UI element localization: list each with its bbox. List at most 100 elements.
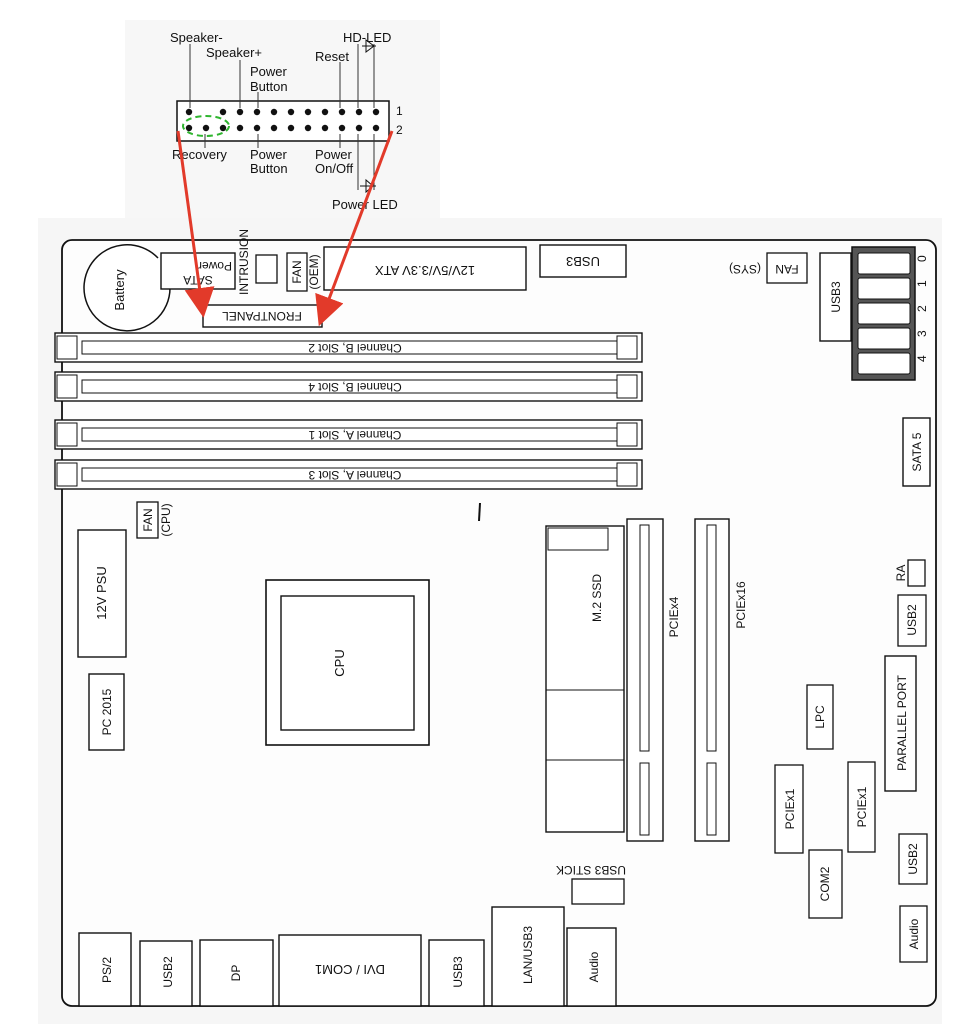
power-onoff-label-2: On/Off bbox=[315, 161, 353, 176]
battery: Battery bbox=[83, 244, 171, 332]
speaker-minus-label: Speaker- bbox=[170, 30, 223, 45]
fan-sys-header: FAN (SYS) bbox=[729, 252, 808, 284]
header-pin bbox=[355, 108, 363, 116]
header-pin bbox=[236, 108, 244, 116]
dimm-slot-label: Channel B, Slot 2 bbox=[308, 341, 402, 355]
header-pin bbox=[185, 108, 193, 116]
usb3-stick-label: USB3 STICK bbox=[556, 863, 626, 877]
header-pin bbox=[236, 124, 244, 132]
recovery-label: Recovery bbox=[172, 147, 227, 162]
io-usb3 bbox=[428, 939, 485, 1007]
sata-port-stack: 0 1 2 3 4 bbox=[851, 246, 929, 381]
arrow-right bbox=[315, 130, 394, 327]
dimm-slot-label: Channel A, Slot 1 bbox=[308, 428, 401, 442]
frontpanel-header: FRONTPANEL bbox=[202, 304, 323, 328]
header-pin bbox=[287, 124, 295, 132]
fan-cpu-label-2: (CPU) bbox=[159, 503, 173, 536]
header-pin bbox=[304, 124, 312, 132]
com2-header: COM2 bbox=[808, 849, 843, 919]
io-audio-label: Audio bbox=[587, 951, 601, 982]
header-pin bbox=[287, 108, 295, 116]
io-dp-label: DP bbox=[229, 965, 243, 982]
sata-number-4: 4 bbox=[915, 355, 929, 362]
header-pin bbox=[372, 124, 380, 132]
lpc-header: LPC bbox=[806, 684, 834, 750]
parallel-port-label: PARALLEL PORT bbox=[895, 674, 909, 770]
pc2015-label: PC 2015 bbox=[100, 688, 114, 735]
pc2015-chip: PC 2015 bbox=[88, 673, 125, 751]
io-lan-usb3-label: LAN/USB3 bbox=[521, 926, 535, 984]
usb3-side-header: USB3 bbox=[819, 252, 852, 342]
header-pin bbox=[185, 124, 193, 132]
header-pin bbox=[253, 124, 261, 132]
usb3-stick-header: USB3 STICK bbox=[556, 863, 626, 905]
header-pin bbox=[253, 108, 261, 116]
atx-label: 12V/5V/3.3V ATX bbox=[375, 263, 476, 278]
lpc-label: LPC bbox=[813, 705, 827, 729]
io-dvi-label: DVI / COM1 bbox=[315, 962, 385, 977]
audio-right-label: Audio bbox=[907, 918, 921, 949]
arrow-left bbox=[176, 130, 215, 318]
pciex4-label: PCIEx4 bbox=[667, 596, 681, 637]
header-pin bbox=[338, 124, 346, 132]
fan-oem-header: FAN (OEM) bbox=[286, 252, 321, 292]
fan-sys-label-1: FAN bbox=[775, 262, 798, 276]
io-dvi-com1 bbox=[278, 934, 422, 1007]
hd-led-symbol bbox=[362, 39, 376, 53]
reset-label: Reset bbox=[315, 49, 349, 64]
cpu-socket: CPU bbox=[265, 579, 430, 746]
fan-sys-label-2: (SYS) bbox=[729, 262, 761, 276]
sata-number-1: 1 bbox=[915, 280, 929, 287]
fan-cpu-header: FAN (CPU) bbox=[136, 501, 173, 539]
io-ps2 bbox=[78, 932, 132, 1007]
intrusion-label: INTRUSION bbox=[237, 229, 251, 295]
pciex4-slot: PCIEx4 bbox=[626, 518, 681, 842]
hd-led-label: HD-LED bbox=[343, 30, 391, 45]
pciex16-label: PCIEx16 bbox=[734, 581, 748, 629]
usb2-lower-right-header: USB2 bbox=[898, 833, 928, 885]
psu-connector: 12V PSU bbox=[77, 529, 127, 658]
speaker-plus-label: Speaker+ bbox=[206, 45, 262, 60]
header-pin bbox=[355, 124, 363, 132]
header-pin bbox=[219, 108, 227, 116]
io-lan-usb3 bbox=[491, 906, 565, 1007]
sata5-label: SATA 5 bbox=[910, 432, 924, 471]
fan-oem-label-2: (OEM) bbox=[307, 254, 321, 289]
pciex1-a-label: PCIEx1 bbox=[783, 788, 797, 829]
intrusion-header: INTRUSION bbox=[237, 229, 278, 295]
io-audio bbox=[566, 927, 617, 1007]
io-usb3-label: USB3 bbox=[451, 956, 465, 988]
dimm-slot-label: Channel B, Slot 4 bbox=[308, 380, 402, 394]
fan-cpu-label-1: FAN bbox=[141, 508, 155, 531]
sata5-port: SATA 5 bbox=[902, 417, 931, 487]
io-dp bbox=[199, 939, 274, 1007]
usb2-right-label: USB2 bbox=[905, 604, 919, 636]
header-pin bbox=[219, 124, 227, 132]
header-pin bbox=[321, 124, 329, 132]
pciex1-slot-a: PCIEx1 bbox=[774, 764, 804, 854]
atx-power-connector: 12V/5V/3.3V ATX bbox=[323, 246, 527, 291]
frontpanel-label: FRONTPANEL bbox=[222, 309, 302, 323]
pin-row-2-label: 2 bbox=[396, 123, 403, 137]
header-pin bbox=[321, 108, 329, 116]
cpu-label: CPU bbox=[332, 649, 347, 676]
header-pin bbox=[372, 108, 380, 116]
fan-oem-label-1: FAN bbox=[290, 260, 304, 283]
dimm-slot: Channel B, Slot 4 bbox=[54, 371, 643, 402]
power-button-bottom-label-1: Power bbox=[250, 147, 288, 162]
header-pin bbox=[270, 124, 278, 132]
sata-number-2: 2 bbox=[915, 305, 929, 312]
audio-header-right: Audio bbox=[899, 905, 928, 963]
io-usb2-label: USB2 bbox=[161, 956, 175, 988]
pciex1-slot-b: PCIEx1 bbox=[847, 761, 876, 853]
power-button-top-label-2: Button bbox=[250, 79, 288, 94]
psu-label: 12V PSU bbox=[94, 566, 109, 619]
sata-power-label-2: Power bbox=[198, 259, 232, 273]
m2-label: M.2 SSD bbox=[590, 574, 604, 622]
io-usb2 bbox=[139, 940, 193, 1007]
header-pin bbox=[304, 108, 312, 116]
pin-row-1-label: 1 bbox=[396, 104, 403, 118]
sata-number-3: 3 bbox=[915, 330, 929, 337]
header-pin bbox=[202, 124, 210, 132]
